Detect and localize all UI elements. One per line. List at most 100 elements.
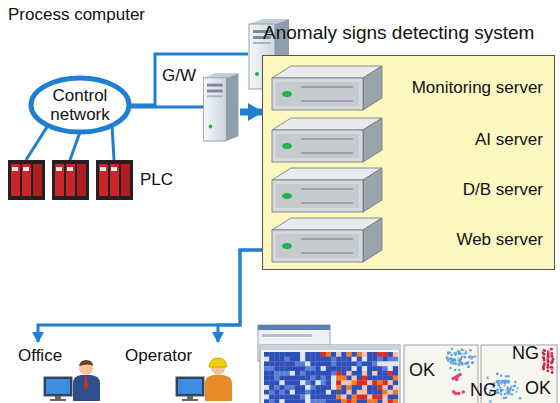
heatmap-cell (295, 395, 300, 400)
heatmap-cell (336, 385, 341, 390)
node-label: D/B server (463, 180, 543, 200)
heatmap-cell (331, 380, 336, 385)
heatmap-cell (274, 385, 279, 390)
heatmap-cell (388, 371, 393, 376)
heatmap-cell (300, 361, 305, 366)
scatter-dot (543, 359, 546, 362)
heatmap-cell (367, 357, 372, 362)
heatmap-cell (295, 371, 300, 376)
heatmap-cell (362, 395, 367, 400)
scatter-dot (542, 368, 545, 371)
heatmap-cell (372, 380, 377, 385)
rack-server-icon (271, 166, 383, 214)
heatmap-cell (326, 390, 331, 395)
scatter-dot (547, 361, 550, 364)
heatmap-cell (310, 357, 315, 362)
heatmap-cell (357, 380, 362, 385)
heatmap-cell (300, 380, 305, 385)
heatmap-cell (346, 399, 351, 403)
scatter-dot (514, 381, 516, 383)
scatter-dot (460, 362, 462, 364)
heatmap-cell (346, 352, 351, 357)
heatmap-cell (388, 352, 393, 357)
heatmap-cell (346, 366, 351, 371)
scatter-dot (451, 363, 453, 365)
heatmap-cell (336, 371, 341, 376)
scatter-dot (542, 356, 545, 359)
scatter-dot (471, 362, 473, 364)
heatmap-cell (316, 395, 321, 400)
heatmap-cell (290, 366, 295, 371)
heatmap-cell (300, 390, 305, 395)
scatter-dot (516, 387, 518, 389)
node-label: Process computer (8, 5, 145, 25)
scatter-dot (551, 360, 554, 363)
heatmap-cell (346, 395, 351, 400)
scatter-dot (543, 349, 546, 352)
heatmap-cell (372, 366, 377, 371)
heatmap-cell (269, 395, 274, 400)
heatmap-cell (331, 390, 336, 395)
heatmap-cell (274, 352, 279, 357)
heatmap-cell (352, 361, 357, 366)
heatmap-cell (290, 390, 295, 395)
heatmap-cell (279, 376, 284, 381)
scatter-dot (461, 362, 463, 364)
heatmap-cell (264, 376, 269, 381)
heatmap-cell (341, 390, 346, 395)
heatmap-cell (305, 366, 310, 371)
heatmap-cell (305, 380, 310, 385)
heatmap-cell (341, 395, 346, 400)
scatter-dot (461, 349, 463, 351)
heatmap-cell (393, 385, 398, 390)
heatmap-cell (326, 371, 331, 376)
heatmap-cell (367, 371, 372, 376)
server-unit: Monitoring server (271, 64, 549, 112)
scatter-dot (546, 369, 549, 372)
heatmap-cell (352, 371, 357, 376)
heatmap-cell (300, 366, 305, 371)
chart-class-label: OK (409, 360, 435, 380)
heatmap-cell (310, 390, 315, 395)
heatmap-cell (383, 399, 388, 403)
heatmap-cell (357, 399, 362, 403)
heatmap-cell (269, 357, 274, 362)
heatmap-cell (383, 395, 388, 400)
scatter-dot (447, 359, 449, 361)
heatmap-cell (326, 361, 331, 366)
heatmap-cell (377, 352, 382, 357)
server-unit: D/B server (271, 166, 549, 214)
scatter-dot (470, 358, 472, 360)
heatmap-cell (279, 361, 284, 366)
heatmap-cell (295, 376, 300, 381)
heatmap-cell (321, 361, 326, 366)
heatmap-cell (316, 371, 321, 376)
heatmap-cell (305, 371, 310, 376)
scatter-dot (460, 361, 462, 363)
rack-server-icon (271, 216, 383, 264)
heatmap-cell (305, 357, 310, 362)
heatmap-cell (393, 390, 398, 395)
scatter-dot (471, 357, 473, 359)
scatter-dot (449, 367, 451, 369)
scatter-dot (504, 393, 506, 395)
scatter-dot (454, 392, 458, 396)
heatmap-cell (336, 361, 341, 366)
heatmap-cell (357, 376, 362, 381)
heatmap-cell (377, 395, 382, 400)
scatter-dot (450, 354, 452, 356)
heatmap-cell (383, 385, 388, 390)
heatmap-cell (383, 371, 388, 376)
heatmap-cell (290, 385, 295, 390)
node-label: Monitoring server (412, 78, 543, 98)
heatmap-cell (295, 385, 300, 390)
heatmap-cell (310, 361, 315, 366)
heatmap-cell (393, 366, 398, 371)
heatmap-cell (357, 361, 362, 366)
scatter-dot (543, 363, 546, 366)
heatmap-cell (383, 352, 388, 357)
icon-holder (200, 72, 242, 142)
scatter-dot (469, 349, 471, 351)
heatmap-cell (367, 399, 372, 403)
heatmap-cell (269, 366, 274, 371)
